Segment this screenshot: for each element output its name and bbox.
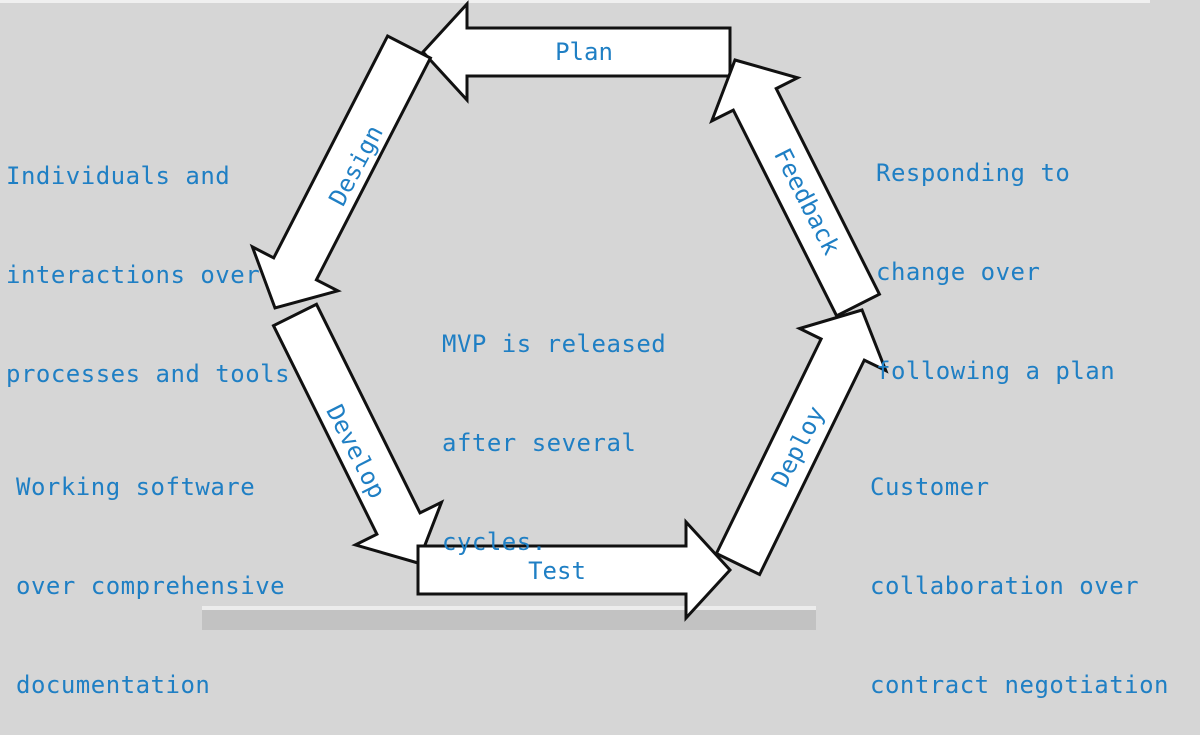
plan-arrow <box>420 0 732 104</box>
value-line: Working software <box>16 473 256 501</box>
develop-arrow <box>271 302 445 565</box>
center-mvp-note: MVP is released after several cycles. <box>442 262 666 592</box>
cycle-arrows <box>249 0 889 622</box>
bottom-bar-highlight <box>202 606 816 610</box>
test-arrow <box>416 518 733 622</box>
value-line: following a plan <box>876 357 1116 385</box>
value-line: change over <box>876 258 1041 286</box>
value-line: over comprehensive <box>16 572 286 600</box>
value-working-software: Working software over comprehensive docu… <box>16 405 285 735</box>
deploy-arrow <box>714 308 889 577</box>
value-responding-to-change: Responding to change over following a pl… <box>876 91 1115 421</box>
value-line: contract negotiation <box>870 671 1169 699</box>
value-line: Responding to <box>876 159 1071 187</box>
design-arrow <box>249 33 433 310</box>
value-line: documentation <box>16 671 211 699</box>
value-individuals-interactions: Individuals and interactions over proces… <box>6 94 290 424</box>
value-line: collaboration over <box>870 572 1140 600</box>
feedback-arrow <box>709 58 882 318</box>
test-label: Test <box>528 557 586 585</box>
center-line: cycles. <box>442 528 547 556</box>
value-line: processes and tools <box>6 360 291 388</box>
value-customer-collaboration: Customer collaboration over contract neg… <box>870 405 1169 735</box>
top-edge-highlight <box>0 0 1150 3</box>
center-line: MVP is released <box>442 330 667 358</box>
value-line: Customer <box>870 473 990 501</box>
plan-label: Plan <box>555 38 613 66</box>
value-line: Individuals and <box>6 162 231 190</box>
center-line: after several <box>442 429 637 457</box>
background <box>0 0 1200 630</box>
value-line: interactions over <box>6 261 261 289</box>
